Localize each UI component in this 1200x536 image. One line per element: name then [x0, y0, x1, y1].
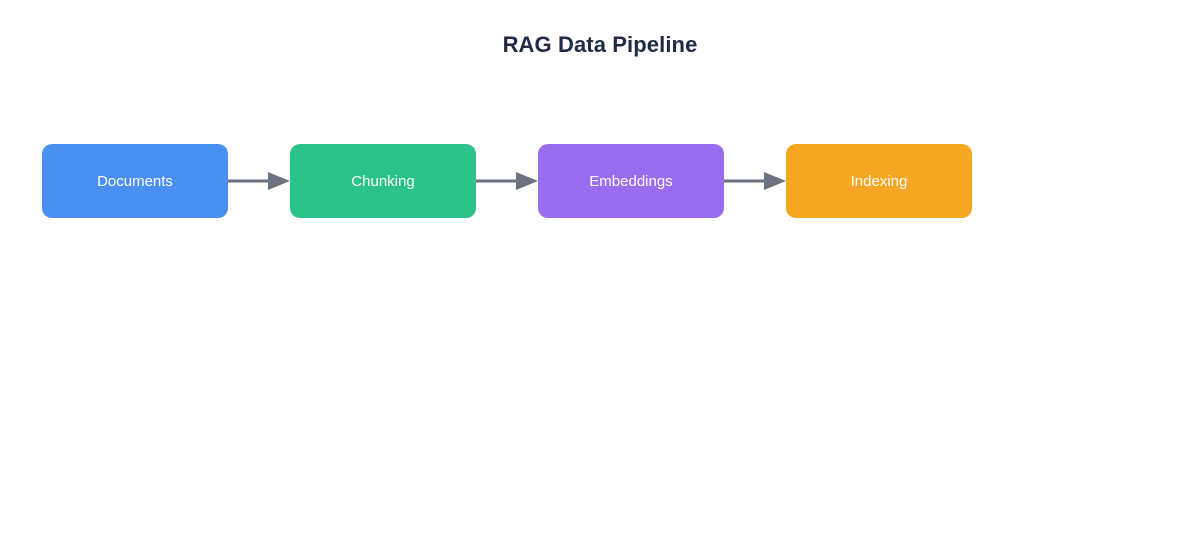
pipeline-node-label: Chunking	[351, 172, 415, 190]
arrow-icon-embeddings-to-indexing	[724, 172, 786, 190]
pipeline-node-label: Embeddings	[589, 172, 673, 190]
pipeline-node-documents[interactable]: Documents	[42, 144, 228, 218]
pipeline-node-chunking[interactable]: Chunking	[290, 144, 476, 218]
pipeline-node-label: Documents	[97, 172, 173, 190]
pipeline-node-indexing[interactable]: Indexing	[786, 144, 972, 218]
arrow-icon-chunking-to-embeddings	[476, 172, 538, 190]
page-title: RAG Data Pipeline	[502, 32, 698, 57]
arrow-icon-documents-to-chunking	[228, 172, 290, 190]
pipeline-flow: Documents Chunking Embeddings Indexing	[42, 144, 972, 218]
pipeline-node-label: Indexing	[850, 172, 908, 190]
pipeline-node-embeddings[interactable]: Embeddings	[538, 144, 724, 218]
